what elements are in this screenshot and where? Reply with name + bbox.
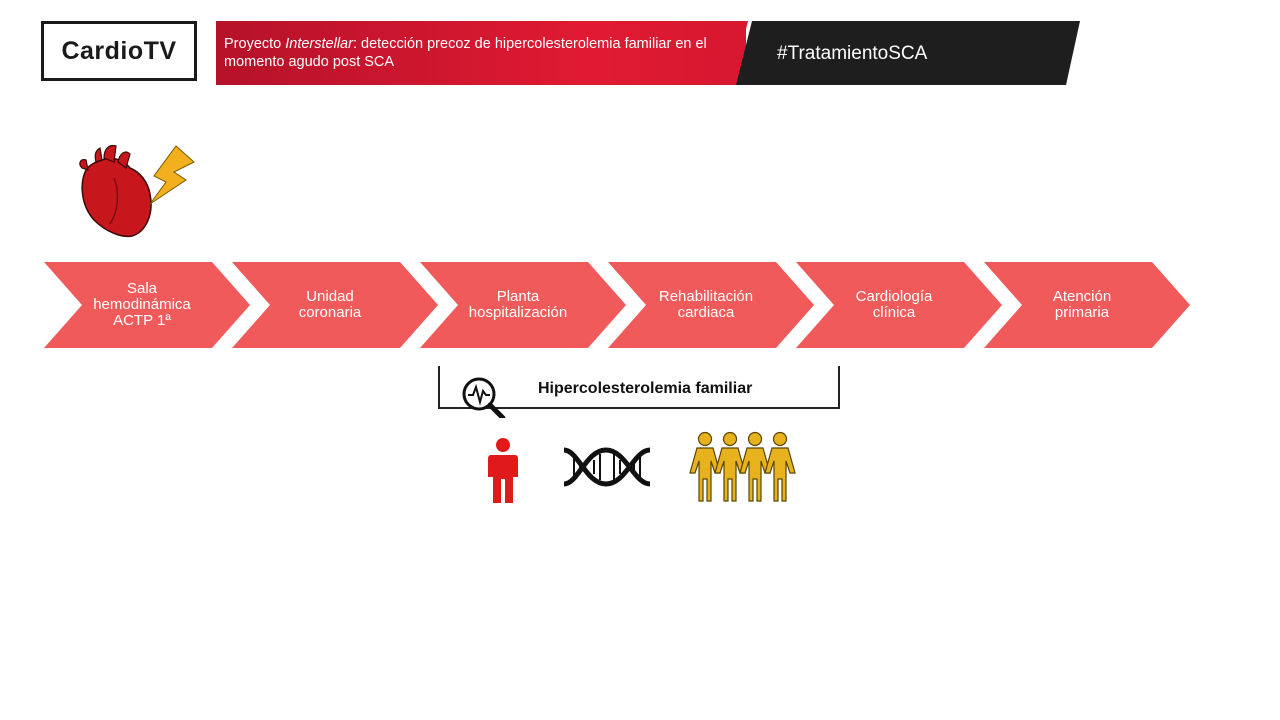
step-label: Atención primaria [1052,288,1112,321]
title-prefix: Proyecto [224,36,286,52]
magnifier-ecg-icon [462,377,506,418]
bracket-line [438,366,840,409]
header-banner: Proyecto Interstellar: detección precoz … [216,21,1080,85]
step-cardiologia-clinica: Cardiología clínica [796,262,1002,348]
step-atencion-primaria: Atención primaria [984,262,1190,348]
step-label: Sala hemodinámica ACTP 1ª [93,280,191,329]
dna-icon [563,447,651,487]
step-sala-hemodinamica: Sala hemodinámica ACTP 1ª [44,262,250,348]
care-pathway: Sala hemodinámica ACTP 1ª Unidad coronar… [44,262,1204,350]
banner-title: Proyecto Interstellar: detección precoz … [224,35,724,71]
title-italic: Interstellar [285,36,353,52]
step-label: Unidad coronaria [298,288,362,321]
title-rest: : detección precoz de hipercolesterolemi… [224,36,707,70]
hashtag: #TratamientoSCA [777,43,928,64]
step-planta-hospitalizacion: Planta hospitalización [420,262,626,348]
family-icon [689,431,796,502]
step-label: Cardiología clínica [855,288,933,321]
person-icon [488,438,518,503]
step-label: Rehabilitación cardiaca [658,288,754,321]
step-rehabilitacion-cardiaca: Rehabilitación cardiaca [608,262,814,348]
step-unidad-coronaria: Unidad coronaria [232,262,438,348]
banner-background [216,21,1080,85]
logo-text: CardioTV [61,36,177,65]
focus-label: Hipercolesterolemia familiar [538,380,753,397]
heart-lightning-icon [79,144,195,238]
step-label: Planta hospitalización [468,288,568,321]
focus-bracket: Hipercolesterolemia familiar [438,366,840,418]
cardiotv-logo: CardioTV [41,21,197,81]
